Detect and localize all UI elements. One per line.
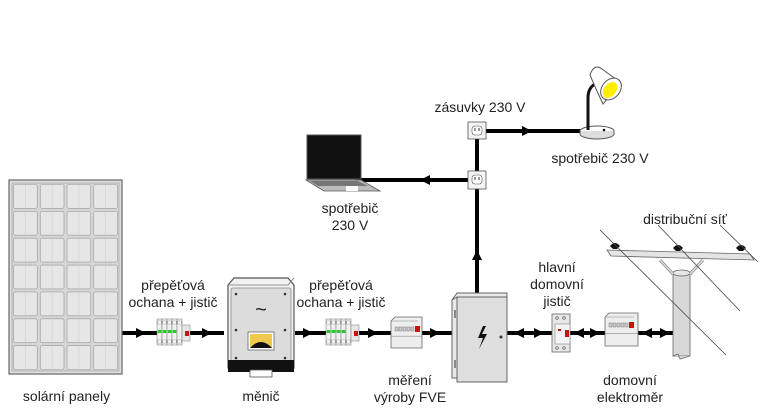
arrow-right bbox=[202, 328, 212, 338]
arrow-right bbox=[660, 328, 670, 338]
label-surge-1-line2: ochana + jistič bbox=[128, 294, 218, 310]
meter-body bbox=[604, 312, 639, 347]
label-laptop: spotřebič 230 V bbox=[310, 200, 390, 234]
inverter-symbol: ~ bbox=[255, 299, 267, 321]
socket-top bbox=[467, 121, 487, 140]
label-breaker-line1: hlavní bbox=[538, 259, 576, 275]
arrow-left bbox=[574, 328, 584, 338]
desk-lamp-icon bbox=[579, 66, 622, 140]
arrow-right bbox=[590, 328, 600, 338]
label-breaker-line3: jistič bbox=[543, 293, 571, 309]
distribution-box bbox=[451, 292, 508, 383]
production-meter bbox=[390, 316, 423, 349]
arrow-right bbox=[534, 328, 544, 338]
meter-digit bbox=[406, 326, 411, 332]
label-inverter: měnič bbox=[242, 388, 280, 404]
label-production-meter: měření výroby FVE bbox=[360, 372, 460, 406]
label-lamp: spotřebič 230 V bbox=[551, 150, 649, 166]
arrow-right bbox=[522, 126, 532, 136]
meter-digit bbox=[394, 326, 399, 332]
solar-panel bbox=[8, 179, 123, 375]
meter-indicator bbox=[629, 322, 634, 328]
label-breaker-line2: domovní bbox=[530, 276, 584, 292]
meter-digit bbox=[620, 322, 625, 328]
solar-cells bbox=[13, 184, 118, 370]
label-surge-2-line2: ochana + jistič bbox=[296, 294, 386, 310]
meter-digit bbox=[612, 322, 617, 328]
arrow-right bbox=[430, 328, 440, 338]
arrow-up bbox=[472, 250, 482, 260]
meter-digit bbox=[624, 322, 629, 328]
meter-digit bbox=[616, 322, 621, 328]
surge-protection-1 bbox=[156, 318, 191, 346]
label-surge-1-line1: přepěťová bbox=[141, 277, 205, 293]
utility-pole bbox=[599, 224, 759, 360]
arrow-left bbox=[514, 328, 524, 338]
power-lines bbox=[599, 224, 759, 356]
label-house-meter-line2: elektroměr bbox=[596, 389, 664, 405]
label-meter-line2: výroby FVE bbox=[373, 389, 447, 405]
meter-digit bbox=[402, 326, 407, 332]
label-house-meter: domovní elektroměr bbox=[580, 372, 680, 406]
label-sockets: zásuvky 230 V bbox=[434, 99, 526, 115]
label-meter-line1: měření bbox=[388, 372, 432, 388]
arrow-left bbox=[420, 175, 430, 185]
house-meter bbox=[604, 312, 639, 347]
arrowheads bbox=[136, 126, 670, 338]
surge-protection-2 bbox=[325, 318, 360, 346]
label-laptop-line1: spotřebič bbox=[321, 200, 379, 216]
label-surge-2-line1: přepěťová bbox=[309, 277, 373, 293]
lightning-bolt-icon bbox=[478, 326, 487, 349]
laptop-icon bbox=[304, 134, 382, 192]
label-main-breaker: hlavní domovní jistič bbox=[522, 259, 592, 310]
insulators bbox=[610, 243, 746, 251]
arrow-right bbox=[368, 328, 378, 338]
arrow-right bbox=[136, 328, 146, 338]
inverter: ~ bbox=[227, 277, 295, 378]
label-solar-panels: solární panely bbox=[22, 388, 111, 404]
meter-indicator bbox=[415, 326, 420, 332]
meter-body bbox=[390, 316, 423, 349]
arrow-right bbox=[303, 328, 313, 338]
meter-digit bbox=[398, 326, 403, 332]
arrow-left bbox=[642, 328, 652, 338]
main-breaker bbox=[551, 313, 571, 353]
label-grid: distribuční síť bbox=[643, 211, 727, 227]
meter-digit bbox=[608, 322, 613, 328]
label-surge-protection-1: přepěťová ochana + jistič bbox=[118, 277, 228, 311]
label-laptop-line2: 230 V bbox=[331, 217, 369, 233]
socket-bottom bbox=[467, 170, 487, 190]
label-house-meter-line1: domovní bbox=[603, 372, 657, 388]
meter-digit bbox=[410, 326, 415, 332]
label-surge-protection-2: přepěťová ochana + jistič bbox=[286, 277, 396, 311]
